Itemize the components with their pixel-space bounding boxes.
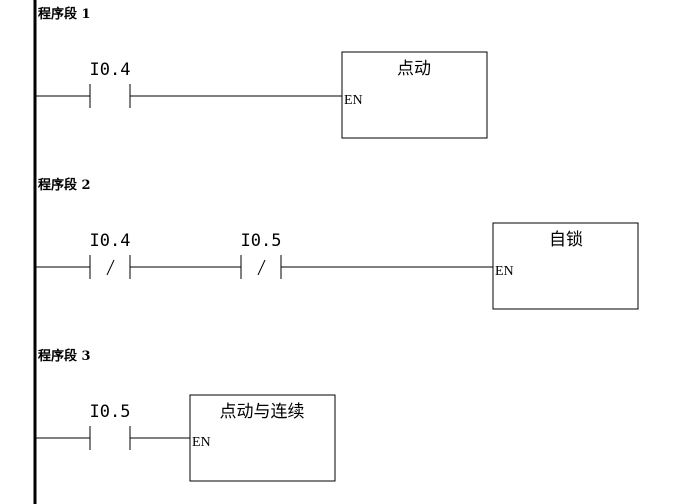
box-en-label: EN — [495, 264, 514, 279]
contact-address: I0.5 — [90, 402, 131, 422]
box-title: 自锁 — [549, 230, 583, 250]
network-3-box[interactable]: 点动与连续 EN — [189, 394, 336, 482]
network-1-title: 程序段 1 — [38, 6, 91, 22]
function-box — [492, 222, 639, 310]
box-en-label: EN — [344, 93, 363, 108]
network-3-contact-1[interactable]: I0.5 — [89, 402, 131, 450]
network-2-box[interactable]: 自锁 EN — [492, 222, 639, 310]
network-3-title: 程序段 3 — [38, 348, 91, 364]
box-en-label: EN — [192, 435, 211, 450]
network-2-contact-2[interactable]: I0.5 — [240, 231, 282, 279]
function-box — [341, 51, 488, 139]
box-title: 点动 — [397, 59, 431, 79]
network-3[interactable]: 程序段 3 I0.5 点动与连续 EN — [35, 348, 336, 482]
box-title: 点动与连续 — [220, 402, 305, 422]
network-1-box[interactable]: 点动 EN — [341, 51, 488, 139]
nc-slash — [106, 259, 115, 276]
contact-address: I0.5 — [241, 231, 282, 251]
network-2-title: 程序段 2 — [38, 177, 91, 193]
network-1-contact-1[interactable]: I0.4 — [89, 60, 131, 108]
network-2[interactable]: 程序段 2 I0.4 I0.5 自锁 EN — [35, 177, 639, 310]
network-1[interactable]: 程序段 1 I0.4 点动 EN — [35, 6, 488, 139]
function-box — [189, 394, 336, 482]
network-2-contact-1[interactable]: I0.4 — [89, 231, 131, 279]
contact-address: I0.4 — [90, 231, 131, 251]
nc-slash — [257, 259, 266, 276]
contact-address: I0.4 — [90, 60, 131, 80]
